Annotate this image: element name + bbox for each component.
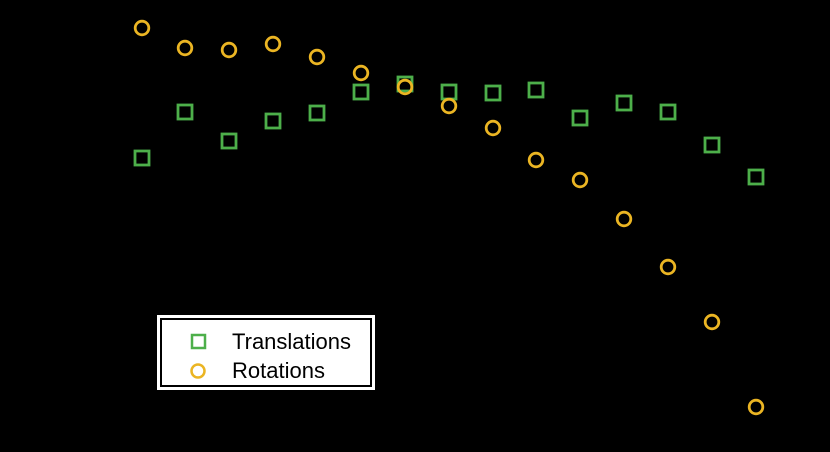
circle-marker-icon [659,258,677,276]
legend: Translations Rotations [157,315,375,390]
square-marker-icon [659,103,677,121]
circle-marker-icon [571,171,589,189]
legend-item-translations: Translations [162,329,351,355]
series-rotations [133,19,765,416]
legend-label: Rotations [232,358,325,383]
circle-marker-icon [176,39,194,57]
square-marker-icon [308,104,326,122]
square-marker-icon [571,109,589,127]
square-marker-icon [703,136,721,154]
circle-marker-icon [484,119,502,137]
square-marker-icon [352,83,370,101]
square-marker-icon [190,333,207,350]
circle-marker-icon [220,41,238,59]
circle-marker-icon [190,363,206,379]
legend-label: Translations [232,329,352,354]
circle-marker-icon [264,35,282,53]
circle-marker-icon [747,398,765,416]
circle-marker-icon [133,19,151,37]
circle-marker-icon [396,78,414,96]
square-marker-icon [615,94,633,112]
circle-marker-icon [352,64,370,82]
legend-frame: Translations Rotations [160,318,372,387]
square-marker-icon [220,132,238,150]
series-translations [133,75,765,186]
legend-item-rotations: Rotations [162,358,325,384]
circle-marker-icon [703,313,721,331]
square-marker-icon [133,149,151,167]
square-marker-icon [484,84,502,102]
circle-marker-icon [615,210,633,228]
circle-marker-icon [527,151,545,169]
square-marker-icon [747,168,765,186]
circle-marker-icon [308,48,326,66]
square-marker-icon [264,112,282,130]
square-marker-icon [176,103,194,121]
circle-marker-icon [440,97,458,115]
square-marker-icon [527,81,545,99]
